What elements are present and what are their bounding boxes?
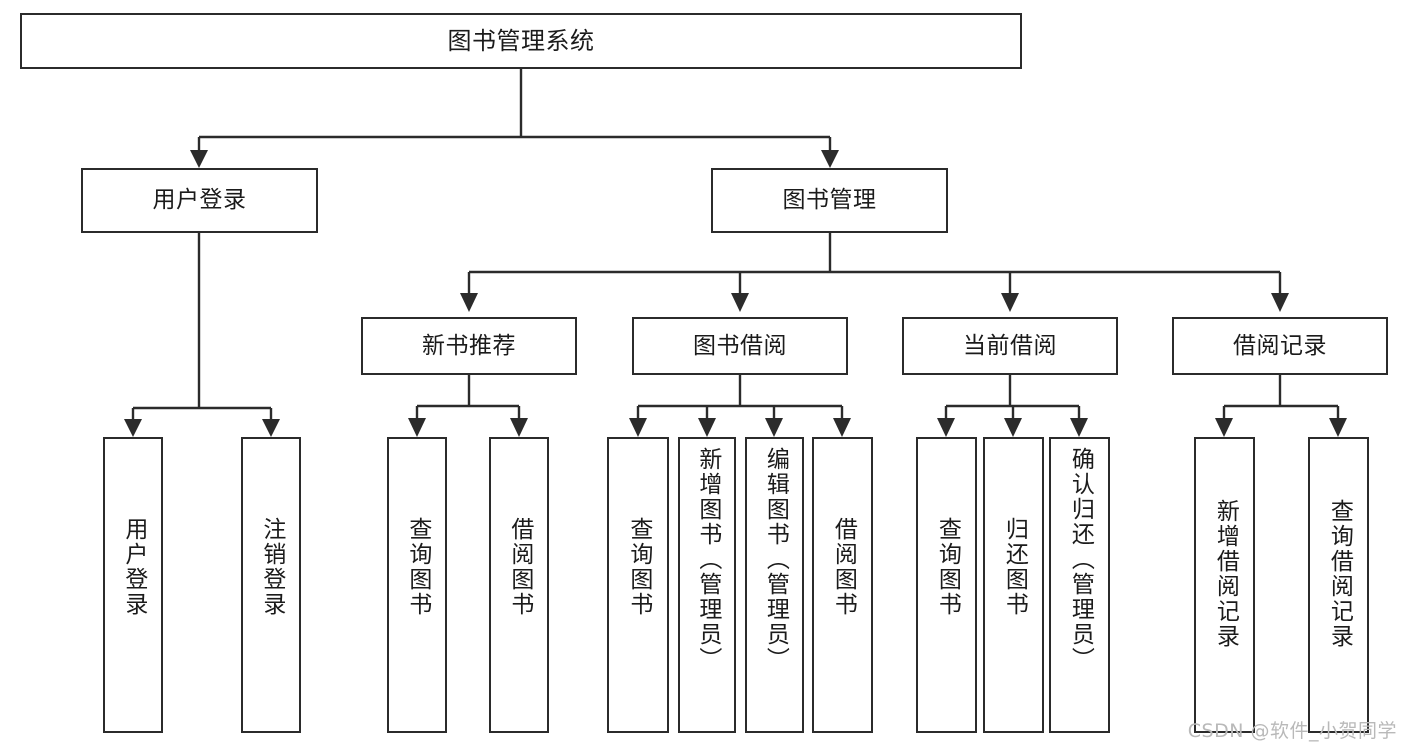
arrowhead-leaf-user-logout xyxy=(262,419,280,437)
node-leaf-query-book-3[interactable]: 查询图书 xyxy=(916,437,977,733)
arrowhead-leaf-query-book-3 xyxy=(937,418,955,437)
node-current-borrow-label: 当前借阅 xyxy=(963,332,1057,359)
arrowhead-new-book-rec xyxy=(460,293,478,312)
arrowhead-leaf-query-book-1 xyxy=(408,418,426,437)
node-leaf-user-login-label: 用户登录 xyxy=(120,517,147,617)
node-leaf-query-book-1[interactable]: 查询图书 xyxy=(387,437,447,733)
node-leaf-add-book[interactable]: 新增图书（管理员） xyxy=(678,437,736,733)
node-leaf-borrow-book-1[interactable]: 借阅图书 xyxy=(489,437,549,733)
node-leaf-edit-book-label: 编辑图书（管理员） xyxy=(762,447,789,672)
node-current-borrow[interactable]: 当前借阅 xyxy=(902,317,1118,375)
node-book-borrow[interactable]: 图书借阅 xyxy=(632,317,848,375)
arrowhead-leaf-edit-book xyxy=(765,418,783,437)
arrowhead-leaf-query-book-2 xyxy=(629,418,647,437)
arrowhead-borrow-record xyxy=(1271,293,1289,312)
node-leaf-return-book[interactable]: 归还图书 xyxy=(983,437,1044,733)
node-leaf-add-record[interactable]: 新增借阅记录 xyxy=(1194,437,1255,733)
node-new-book-rec-label: 新书推荐 xyxy=(422,332,516,359)
node-root-label: 图书管理系统 xyxy=(447,27,595,55)
node-borrow-record[interactable]: 借阅记录 xyxy=(1172,317,1388,375)
arrowhead-leaf-user-login xyxy=(124,419,142,437)
node-borrow-record-label: 借阅记录 xyxy=(1233,332,1327,359)
node-leaf-user-login[interactable]: 用户登录 xyxy=(103,437,163,733)
arrowhead-book-manage xyxy=(821,150,839,168)
node-leaf-borrow-book-2-label: 借阅图书 xyxy=(830,517,857,617)
node-leaf-query-record[interactable]: 查询借阅记录 xyxy=(1308,437,1369,733)
arrowhead-leaf-return-book xyxy=(1004,418,1022,437)
node-leaf-query-record-label: 查询借阅记录 xyxy=(1326,499,1353,649)
arrowhead-current-borrow xyxy=(1001,293,1019,312)
node-leaf-user-logout[interactable]: 注销登录 xyxy=(241,437,301,733)
arrowhead-user-login xyxy=(190,150,208,168)
arrowhead-leaf-add-book xyxy=(698,418,716,437)
node-user-login[interactable]: 用户登录 xyxy=(81,168,318,233)
node-root[interactable]: 图书管理系统 xyxy=(20,13,1022,69)
node-leaf-borrow-book-1-label: 借阅图书 xyxy=(506,517,533,617)
arrowhead-leaf-borrow-book-1 xyxy=(510,418,528,437)
node-book-manage[interactable]: 图书管理 xyxy=(711,168,948,233)
node-leaf-add-record-label: 新增借阅记录 xyxy=(1212,499,1239,649)
node-leaf-confirm-return[interactable]: 确认归还（管理员） xyxy=(1049,437,1110,733)
node-leaf-user-logout-label: 注销登录 xyxy=(258,517,285,617)
node-book-borrow-label: 图书借阅 xyxy=(693,332,787,359)
arrowhead-leaf-query-record xyxy=(1329,418,1347,437)
node-new-book-rec[interactable]: 新书推荐 xyxy=(361,317,577,375)
arrowhead-leaf-add-record xyxy=(1215,418,1233,437)
node-leaf-borrow-book-2[interactable]: 借阅图书 xyxy=(812,437,873,733)
node-leaf-query-book-2-label: 查询图书 xyxy=(625,517,652,617)
node-leaf-query-book-3-label: 查询图书 xyxy=(934,517,961,617)
csdn-watermark: CSDN @软件_小贺同学 xyxy=(1187,720,1397,742)
node-book-manage-label: 图书管理 xyxy=(782,187,877,213)
node-leaf-query-book-2[interactable]: 查询图书 xyxy=(607,437,669,733)
node-leaf-edit-book[interactable]: 编辑图书（管理员） xyxy=(745,437,804,733)
node-user-login-label: 用户登录 xyxy=(152,187,247,213)
arrowhead-leaf-borrow-book-2 xyxy=(833,418,851,437)
arrowhead-book-borrow xyxy=(731,293,749,312)
node-leaf-return-book-label: 归还图书 xyxy=(1001,517,1028,617)
node-leaf-query-book-1-label: 查询图书 xyxy=(404,517,431,617)
node-leaf-add-book-label: 新增图书（管理员） xyxy=(694,447,721,672)
node-leaf-confirm-return-label: 确认归还（管理员） xyxy=(1067,447,1094,672)
arrowhead-leaf-confirm-return xyxy=(1070,418,1088,437)
